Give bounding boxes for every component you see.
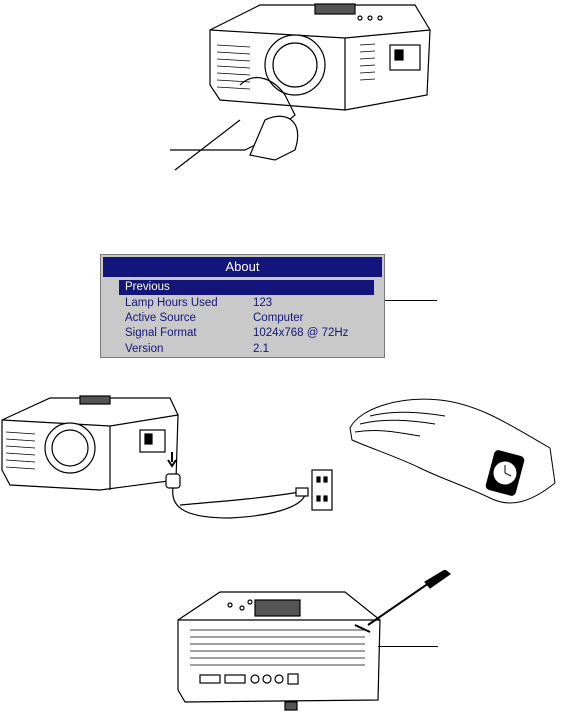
menu-item-value: 1024x768 @ 72Hz: [253, 327, 349, 339]
menu-item-value: 123: [253, 297, 273, 309]
illustration-cleaning-lens: [165, 0, 435, 180]
menu-item-version: Version 2.1: [119, 342, 476, 357]
menu-item-label: Version: [125, 343, 164, 355]
menu-title: About: [103, 257, 382, 277]
projector-power-cord-icon: [1, 395, 333, 519]
about-menu: About Previous Lamp Hours Used 123 Activ…: [100, 254, 385, 358]
menu-item-previous[interactable]: Previous: [119, 280, 374, 295]
menu-item-active-source: Active Source Computer: [119, 311, 476, 326]
illustration-lamp-door: [170, 570, 460, 715]
menu-callout-line: [385, 300, 437, 301]
hand-wristwatch-icon: [349, 398, 556, 504]
menu-item-signal-format: Signal Format 1024x768 @ 72Hz: [119, 326, 476, 341]
projector-screwdriver-icon: [177, 570, 452, 711]
menu-item-lamp-hours: Lamp Hours Used 123: [119, 296, 476, 311]
lamp-door-callout-line: [378, 646, 438, 647]
illustration-wait-cooling: [340, 388, 560, 533]
menu-item-value: Computer: [253, 312, 304, 324]
menu-item-label: Active Source: [125, 312, 196, 324]
menu-item-label: Previous: [125, 281, 170, 293]
menu-item-label: Signal Format: [125, 327, 197, 339]
menu-item-label: Lamp Hours Used: [125, 297, 218, 309]
menu-item-value: 2.1: [253, 343, 269, 355]
projector-lens-cleaning-icon: [170, 3, 431, 171]
illustration-unplug-power: [0, 390, 340, 530]
